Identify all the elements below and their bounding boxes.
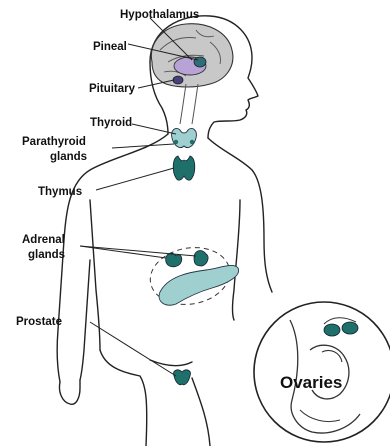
label-hypothalamus: Hypothalamus (120, 9, 199, 21)
adrenal-gland-left (166, 253, 182, 267)
adrenal-region (146, 241, 239, 310)
thymus-gland (173, 156, 195, 180)
adrenal-gland-right (194, 251, 208, 266)
thyroid-gland (172, 128, 197, 147)
label-parathyroid-glands: glands (50, 151, 87, 163)
label-thyroid: Thyroid (90, 117, 132, 129)
pituitary-gland (173, 76, 183, 84)
prostate-gland (174, 370, 191, 385)
pancreas (159, 265, 239, 305)
label-pineal: Pineal (93, 41, 127, 53)
label-pituitary: Pituitary (89, 83, 136, 95)
parathyroid-gland (174, 140, 178, 144)
label-prostate: Prostate (16, 316, 62, 328)
ovaries-inset (254, 302, 390, 442)
label-adrenal: Adrenal (22, 234, 65, 246)
label-thymus: Thymus (38, 186, 82, 198)
parathyroid-gland (190, 140, 194, 144)
label-parathyroid: Parathyroid (22, 136, 86, 148)
brain (151, 24, 233, 124)
pineal-gland (194, 57, 206, 67)
label-ovaries: Ovaries (280, 373, 342, 392)
ovary-right (342, 322, 358, 334)
label-adrenal-glands: glands (28, 249, 65, 261)
ovary-left (324, 324, 340, 336)
